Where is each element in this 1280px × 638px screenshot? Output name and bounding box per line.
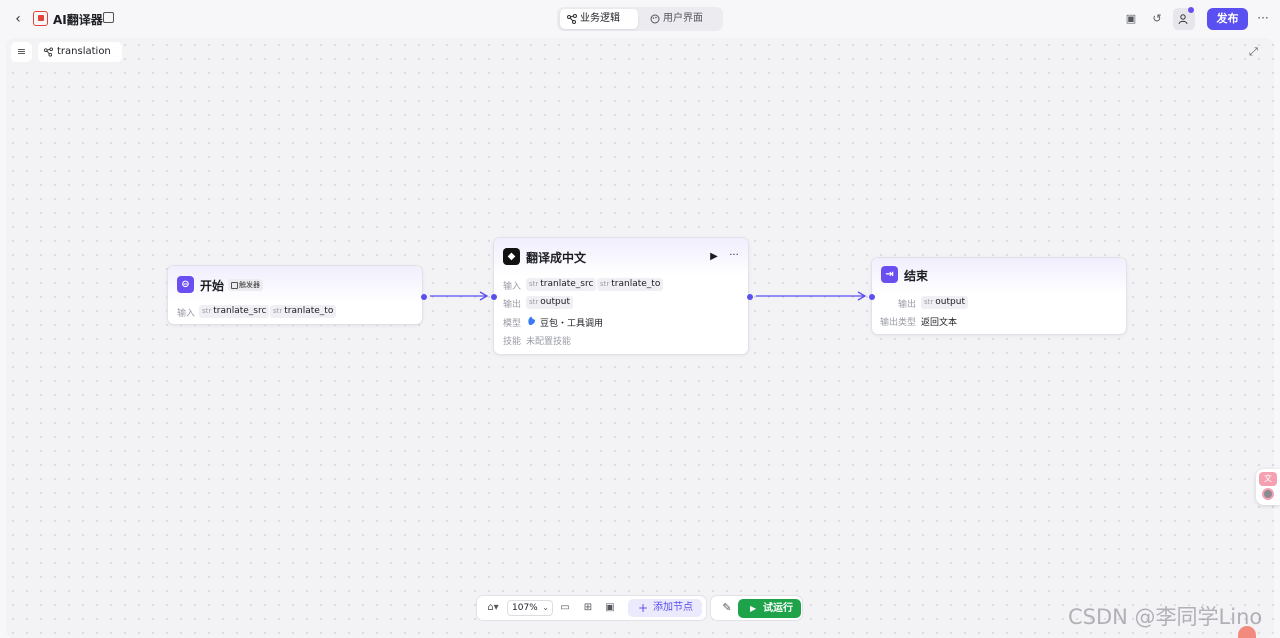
param-type: str: [273, 307, 283, 315]
workflow-name: translation: [57, 46, 111, 57]
skills-label: 技能: [503, 337, 522, 347]
workflow-icon: [567, 14, 577, 24]
trial-run-label: 试运行: [763, 603, 793, 614]
more-icon[interactable]: ···: [729, 250, 739, 261]
zoom-value: 107%: [512, 603, 538, 613]
pointer-mode-icon[interactable]: ⌂▾: [487, 602, 499, 613]
run-node-icon[interactable]: ▶: [710, 251, 718, 262]
wrench-icon[interactable]: ✎: [722, 601, 732, 614]
output-type-label: 输出类型: [880, 318, 917, 328]
node-header: [872, 258, 1126, 294]
tab-user-interface[interactable]: 用户界面: [643, 9, 719, 29]
workflow-name-chip[interactable]: translation: [38, 42, 122, 62]
app-title: AI翻译器: [53, 13, 103, 27]
edit-icon[interactable]: [103, 12, 114, 23]
trigger-tag: 触发器: [228, 279, 263, 291]
minimap-icon[interactable]: ▣: [605, 602, 615, 613]
tab-label: 用户界面: [663, 13, 703, 24]
node-title: 结束: [904, 269, 929, 283]
param-name: output: [935, 297, 965, 307]
sidebar-toggle-icon[interactable]: ≡: [11, 42, 32, 62]
param-name: output: [540, 297, 570, 307]
input-label: 输入: [177, 309, 196, 319]
watermark: CSDN @李同学Lino: [1068, 605, 1263, 629]
llm-icon: ◆: [503, 248, 520, 265]
tab-business-logic[interactable]: 业务逻辑: [560, 9, 638, 29]
fullscreen-icon[interactable]: ⤢: [1249, 45, 1258, 58]
param-type: str: [202, 307, 212, 315]
start-icon: ⊖: [177, 276, 194, 293]
zoom-select[interactable]: 107% ⌄: [507, 600, 553, 616]
more-icon[interactable]: ···: [1257, 11, 1269, 25]
plus-icon: +: [638, 601, 649, 615]
layout-icon[interactable]: ⊞: [583, 602, 593, 613]
param-name: tranlate_to: [284, 306, 334, 316]
node-title: 开始: [200, 279, 225, 293]
node-title: 翻译成中文: [526, 251, 587, 265]
output-label: 输出: [898, 300, 917, 310]
run-toolbar: ✎ ▶ 试运行: [710, 595, 803, 621]
skills-value: 未配置技能: [526, 337, 572, 347]
node-header: [168, 266, 422, 302]
save-draft-icon[interactable]: ▣: [1125, 12, 1137, 25]
param-name: tranlate_to: [611, 279, 661, 289]
input-label: 输入: [503, 282, 522, 292]
input-port[interactable]: [491, 294, 497, 300]
model-value: 豆包・工具调用: [540, 319, 604, 329]
output-port[interactable]: [421, 294, 427, 300]
chevron-down-icon: ⌄: [542, 603, 549, 612]
tab-label: 业务逻辑: [580, 13, 620, 24]
history-icon[interactable]: ↺: [1152, 12, 1162, 25]
output-label: 输出: [503, 300, 522, 310]
publish-button[interactable]: 发布: [1207, 8, 1248, 30]
param-type: str: [600, 280, 610, 288]
view-tab-switch: 业务逻辑 用户界面: [557, 7, 723, 31]
notification-dot: [1188, 7, 1194, 13]
palette-icon: [650, 14, 660, 24]
workflow-canvas[interactable]: [6, 38, 1274, 638]
user-icon: [1178, 14, 1188, 25]
output-type-value: 返回文本: [921, 318, 958, 328]
param-name: tranlate_src: [540, 279, 594, 289]
collaborator-button[interactable]: [1173, 7, 1195, 30]
back-icon[interactable]: ‹: [15, 11, 21, 27]
param-type: str: [924, 298, 934, 306]
model-label: 模型: [503, 319, 522, 329]
node-header: [494, 238, 748, 276]
top-bar: ‹ AI翻译器 业务逻辑 用户界面 ▣ ↺ 发布 ···: [0, 0, 1280, 38]
corner-avatar: [1238, 626, 1256, 638]
floating-assistant-widget[interactable]: 文: [1256, 469, 1280, 505]
play-icon: ▶: [750, 604, 757, 613]
param-name: tranlate_src: [213, 306, 267, 316]
canvas-toolbar: ⌂▾ 107% ⌄ ▭ ⊞ ▣ + 添加节点: [476, 595, 707, 621]
translate-icon: 文: [1259, 472, 1277, 486]
param-type: str: [529, 298, 539, 306]
trial-run-button[interactable]: ▶ 试运行: [738, 599, 801, 618]
param-type: str: [529, 280, 539, 288]
add-node-button[interactable]: + 添加节点: [628, 599, 702, 617]
output-port[interactable]: [747, 294, 753, 300]
comment-icon[interactable]: ▭: [560, 602, 570, 613]
doubao-model-icon: [528, 316, 536, 326]
app-logo-icon: [33, 11, 48, 26]
assistant-avatar: [1262, 488, 1274, 500]
workflow-icon: [44, 47, 53, 57]
input-port[interactable]: [869, 294, 875, 300]
add-node-label: 添加节点: [653, 602, 693, 613]
end-icon: ⇥: [881, 266, 898, 283]
